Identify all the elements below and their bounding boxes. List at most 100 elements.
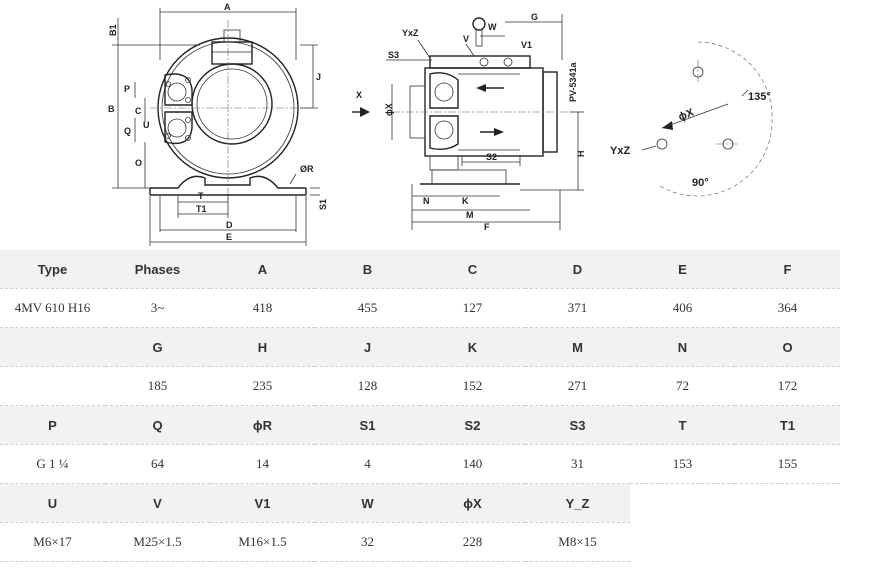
table-header-cell [735, 483, 840, 523]
technical-drawing: A B1 B P C Q U O [108, 2, 773, 246]
table-header-cell: T [630, 405, 735, 445]
table-header-cell: G [105, 327, 210, 367]
dim-label: YxZ [402, 28, 419, 38]
front-view: A B1 B P C Q U O [108, 2, 328, 246]
table-header-cell: F [735, 250, 840, 289]
table-cell: 235 [210, 366, 315, 406]
flange-dim-label: ϕX [677, 106, 697, 123]
angle-label: 90° [692, 177, 709, 189]
table-header-cell: A [210, 250, 315, 289]
side-view: YxZ V W G V1 S3 [352, 12, 586, 232]
table-cell: M8×15 [525, 522, 630, 562]
table-header-cell: O [735, 327, 840, 367]
table-cell: 64 [105, 444, 210, 484]
table-header-cell: T1 [735, 405, 840, 445]
table-cell: 228 [420, 522, 525, 562]
dim-label: S3 [388, 50, 399, 60]
dim-label: H [576, 151, 586, 158]
dim-label: B [108, 104, 115, 114]
dim-label: X [356, 90, 362, 100]
table-header-cell: B [315, 250, 420, 289]
dim-label: P [124, 84, 130, 94]
table-header-cell: H [210, 327, 315, 367]
dim-label: J [316, 72, 321, 82]
table-header-cell: N [630, 327, 735, 367]
dim-label: G [531, 12, 538, 22]
table-cell: 14 [210, 444, 315, 484]
dim-label: O [135, 158, 142, 168]
table-header-cell: W [315, 483, 420, 523]
table-cell: 364 [735, 288, 840, 328]
dim-label: D [226, 220, 233, 230]
table-cell: 140 [420, 444, 525, 484]
table-header-cell: J [315, 327, 420, 367]
table-header-cell: M [525, 327, 630, 367]
dim-label: N [423, 196, 430, 206]
table-header-cell: V [105, 483, 210, 523]
dim-label: U [143, 120, 150, 130]
table-header-cell [0, 327, 105, 367]
dim-label: M [466, 210, 474, 220]
dim-label: V1 [521, 40, 532, 50]
dim-label: Q [124, 126, 131, 136]
table-cell: 406 [630, 288, 735, 328]
thread-label: YxZ [610, 145, 630, 157]
model-code-label: PV-5341a [568, 61, 578, 102]
table-cell: 4MV 610 H16 [0, 288, 105, 328]
table-cell: 32 [315, 522, 420, 562]
dim-label: V [463, 34, 469, 44]
table-header-cell: Phases [105, 250, 210, 289]
table-header-cell: S3 [525, 405, 630, 445]
table-cell [0, 366, 105, 406]
table-cell: 127 [420, 288, 525, 328]
table-cell: 3~ [105, 288, 210, 328]
dim-label: C [135, 106, 142, 116]
table-header-cell: Y_Z [525, 483, 630, 523]
table-cell: 155 [735, 444, 840, 484]
table-cell [735, 522, 840, 562]
table-header-cell: Q [105, 405, 210, 445]
table-cell: 31 [525, 444, 630, 484]
dim-label: ϕX [384, 103, 394, 116]
dim-label: S2 [486, 152, 497, 162]
table-cell: 271 [525, 366, 630, 406]
dim-label: S1 [318, 199, 328, 210]
table-cell: G 1 ¼ [0, 444, 105, 484]
table-cell: 185 [105, 366, 210, 406]
flange-view: ϕX 135° YxZ 90° [610, 41, 773, 197]
table-cell: M6×17 [0, 522, 105, 562]
table-header-cell: C [420, 250, 525, 289]
table-header-cell: E [630, 250, 735, 289]
table-cell: M25×1.5 [105, 522, 210, 562]
table-header-cell: V1 [210, 483, 315, 523]
dim-label: A [224, 2, 231, 12]
table-header-cell: S1 [315, 405, 420, 445]
dim-label: E [226, 232, 232, 242]
table-header-cell: P [0, 405, 105, 445]
table-header-cell [630, 483, 735, 523]
dim-label: K [462, 196, 469, 206]
dim-label: ØR [300, 164, 314, 174]
table-cell [630, 522, 735, 562]
table-cell: 152 [420, 366, 525, 406]
table-header-cell: ϕR [210, 405, 315, 445]
table-cell: 4 [315, 444, 420, 484]
table-cell: 371 [525, 288, 630, 328]
table-cell: 172 [735, 366, 840, 406]
table-header-cell: D [525, 250, 630, 289]
table-header-cell: Type [0, 250, 105, 289]
table-header-cell: U [0, 483, 105, 523]
table-header-cell: S2 [420, 405, 525, 445]
table-cell: 153 [630, 444, 735, 484]
dim-label: B1 [108, 24, 118, 36]
table-cell: 455 [315, 288, 420, 328]
table-header-cell: ϕX [420, 483, 525, 523]
